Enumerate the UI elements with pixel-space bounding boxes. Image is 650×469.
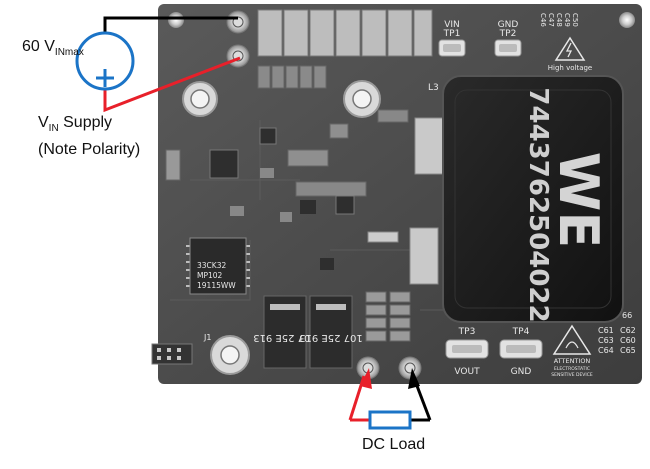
dc-load-label: DC Load bbox=[362, 436, 426, 453]
test-point-tp4[interactable]: TP4 GND bbox=[499, 327, 543, 377]
vin-max-label: 60 VINmax bbox=[22, 38, 84, 58]
test-point-tp1[interactable]: VIN TP1 bbox=[438, 20, 466, 57]
cap-ref: C65 bbox=[620, 346, 636, 355]
header-j1: J1 bbox=[151, 333, 211, 365]
esd-label-3: SENSITIVE DEVICE bbox=[551, 372, 593, 378]
bulk-capacitors: 107 25E 913 107 25E 913 bbox=[253, 295, 363, 369]
output-terminals bbox=[356, 356, 422, 380]
esd-icon bbox=[552, 324, 592, 355]
vin-supply-line2: (Note Polarity) bbox=[38, 141, 141, 159]
inductor-l3: L3 7443762504022 WE bbox=[409, 75, 624, 323]
tp1-net-label: VIN bbox=[444, 20, 460, 30]
inductor-logo: WE bbox=[547, 152, 610, 248]
capacitor-marking-2: 107 25E 913 bbox=[299, 332, 363, 343]
j1-ref: J1 bbox=[203, 333, 211, 342]
vin-supply-line1: VIN Supply bbox=[38, 112, 140, 139]
cap-ref: C50 bbox=[571, 13, 579, 27]
cap-ref: C48 bbox=[555, 13, 563, 27]
positive-supply-wire bbox=[103, 56, 241, 113]
ref-66: 66 bbox=[622, 311, 632, 320]
tp3-net-label: VOUT bbox=[454, 367, 480, 377]
tp1-ref-label: TP1 bbox=[443, 29, 461, 39]
cap-ref: C47 bbox=[547, 13, 555, 27]
capacitor-marking-1: 107 25E 913 bbox=[253, 332, 317, 343]
voltage-source-symbol bbox=[75, 31, 135, 91]
load-resistor-symbol bbox=[368, 410, 412, 430]
inductor-ref: L3 bbox=[428, 83, 439, 93]
cap-ref: C49 bbox=[563, 13, 571, 27]
high-voltage-icon bbox=[554, 36, 586, 61]
vin-supply-text: Supply bbox=[58, 114, 113, 131]
load-wiring bbox=[348, 368, 432, 430]
cap-ref: C46 bbox=[539, 13, 547, 27]
vin-max-prefix: 60 V bbox=[22, 38, 55, 55]
cap-refs-top: C46 C47 C48 C49 C50 bbox=[539, 13, 579, 27]
controller-ic: 33CK32 MP102 19115WW bbox=[186, 237, 250, 295]
esd-label-2: ELECTROSTATIC bbox=[554, 366, 590, 372]
vin-supply-v: V bbox=[38, 114, 49, 131]
cap-ref: C62 bbox=[620, 326, 636, 335]
ic-marking-2: MP102 bbox=[197, 271, 223, 280]
output-capacitor-bank bbox=[365, 291, 411, 342]
load-positive-arrow bbox=[360, 368, 372, 389]
negative-supply-wire bbox=[103, 16, 238, 32]
input-capacitor-bank bbox=[257, 9, 433, 57]
small-components bbox=[165, 109, 409, 270]
inductor-part-number: 7443762504022 bbox=[523, 87, 553, 322]
test-point-tp3[interactable]: TP3 VOUT bbox=[445, 327, 489, 377]
tp2-net-label: GND bbox=[498, 20, 519, 30]
esd-label-1: ATTENTION bbox=[554, 357, 591, 365]
load-negative-arrow bbox=[408, 368, 420, 389]
ic-marking-3: 19115WW bbox=[197, 281, 236, 290]
cap-ref: C60 bbox=[620, 336, 636, 345]
high-voltage-warning: High voltage bbox=[548, 36, 592, 72]
tp3-ref-label: TP3 bbox=[458, 327, 476, 337]
cap-refs-bottom: 66 C61 C62 C63 C60 C64 C65 bbox=[598, 311, 636, 355]
cap-ref: C61 bbox=[598, 326, 614, 335]
esd-warning: ATTENTION ELECTROSTATIC SENSITIVE DEVICE bbox=[551, 324, 593, 378]
vin-supply-sub: IN bbox=[48, 123, 59, 135]
tp4-net-label: GND bbox=[511, 367, 532, 377]
high-voltage-label: High voltage bbox=[548, 64, 592, 72]
vin-supply-label: VIN Supply (Note Polarity) bbox=[38, 112, 140, 160]
mounting-holes bbox=[168, 12, 635, 375]
small-caps-row bbox=[257, 65, 327, 89]
tp4-ref-label: TP4 bbox=[512, 327, 530, 337]
vin-max-subscript: INmax bbox=[54, 47, 84, 59]
supply-wiring bbox=[103, 16, 241, 113]
cap-ref: C64 bbox=[598, 346, 614, 355]
tp2-ref-label: TP2 bbox=[499, 29, 517, 39]
cap-ref: C63 bbox=[598, 336, 614, 345]
ic-marking-1: 33CK32 bbox=[197, 261, 226, 270]
test-point-tp2[interactable]: GND TP2 bbox=[494, 20, 522, 57]
